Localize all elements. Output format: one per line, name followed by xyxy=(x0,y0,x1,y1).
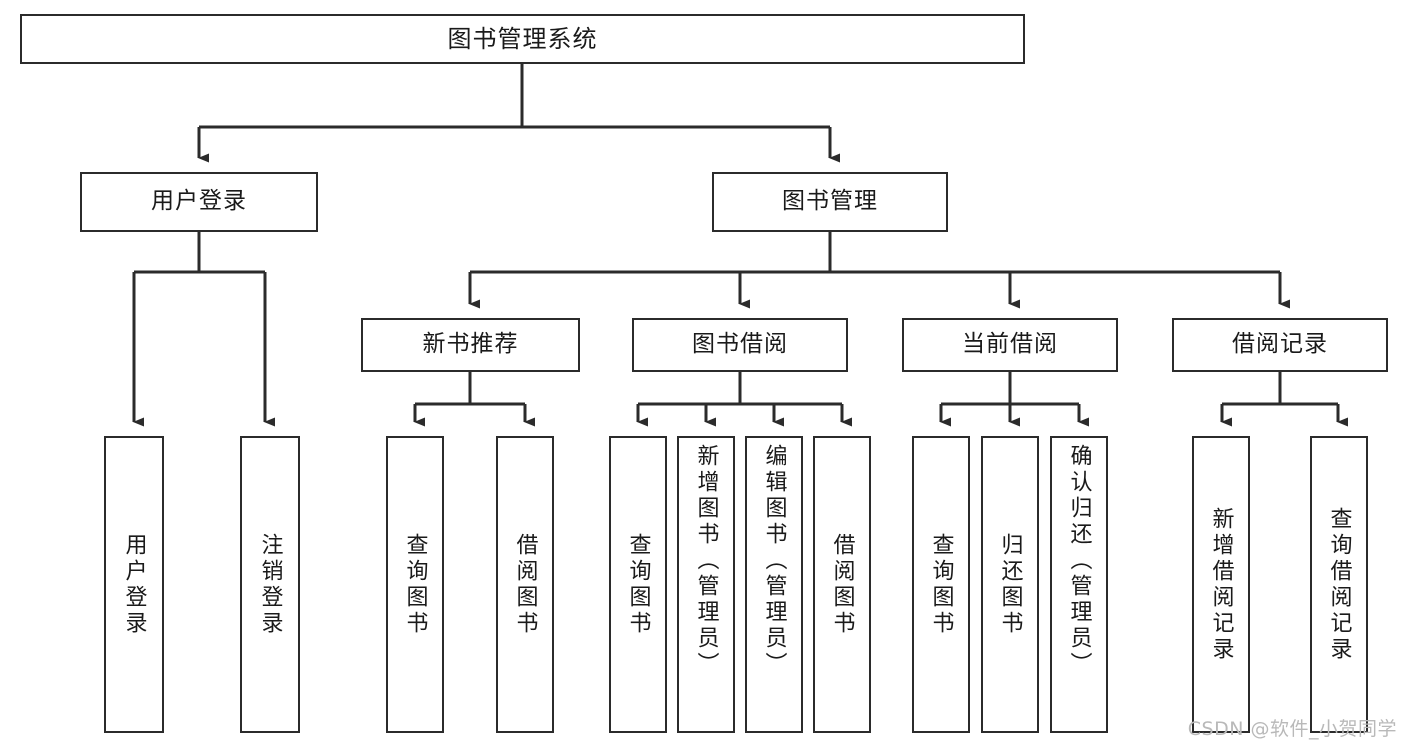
leaf-label: 借阅图书 xyxy=(829,532,855,637)
node-user-login[interactable]: 用户登录 xyxy=(80,172,318,232)
leaf-label: 借阅图书 xyxy=(512,532,538,637)
leaf-new-book-borrow-book[interactable]: 借阅图书 xyxy=(496,436,554,733)
node-new-book-recommend[interactable]: 新书推荐 xyxy=(361,318,580,372)
leaf-book-borrow-edit-book-admin[interactable]: 编辑图书（管理员） xyxy=(745,436,803,733)
node-root-system[interactable]: 图书管理系统 xyxy=(20,14,1025,64)
leaf-user-login-logout[interactable]: 注销登录 xyxy=(240,436,300,733)
node-current-borrow[interactable]: 当前借阅 xyxy=(902,318,1118,372)
leaf-label: 确认归还（管理员） xyxy=(1066,444,1092,678)
leaf-label: 查询图书 xyxy=(402,532,428,637)
leaf-label: 查询图书 xyxy=(625,532,651,637)
leaf-label: 注销登录 xyxy=(257,532,283,637)
leaf-label: 新增借阅记录 xyxy=(1208,506,1234,663)
leaf-label: 编辑图书（管理员） xyxy=(761,444,787,678)
leaf-current-borrow-query-book[interactable]: 查询图书 xyxy=(912,436,970,733)
leaf-book-borrow-query-book[interactable]: 查询图书 xyxy=(609,436,667,733)
leaf-borrow-record-add-record[interactable]: 新增借阅记录 xyxy=(1192,436,1250,733)
leaf-current-borrow-return-book[interactable]: 归还图书 xyxy=(981,436,1039,733)
leaf-book-borrow-borrow-book[interactable]: 借阅图书 xyxy=(813,436,871,733)
node-borrow-record[interactable]: 借阅记录 xyxy=(1172,318,1388,372)
watermark: CSDN @软件_小贺同学 xyxy=(1187,718,1397,740)
leaf-user-login-login[interactable]: 用户登录 xyxy=(104,436,164,733)
leaf-label: 新增图书（管理员） xyxy=(693,444,719,678)
node-book-borrow[interactable]: 图书借阅 xyxy=(632,318,848,372)
leaf-new-book-query-book[interactable]: 查询图书 xyxy=(386,436,444,733)
leaf-borrow-record-query-record[interactable]: 查询借阅记录 xyxy=(1310,436,1368,733)
node-book-management[interactable]: 图书管理 xyxy=(712,172,948,232)
leaf-current-borrow-confirm-return-admin[interactable]: 确认归还（管理员） xyxy=(1050,436,1108,733)
leaf-label: 用户登录 xyxy=(121,532,147,637)
leaf-book-borrow-add-book-admin[interactable]: 新增图书（管理员） xyxy=(677,436,735,733)
leaf-label: 查询借阅记录 xyxy=(1326,506,1352,663)
leaf-label: 查询图书 xyxy=(928,532,954,637)
leaf-label: 归还图书 xyxy=(997,532,1023,637)
